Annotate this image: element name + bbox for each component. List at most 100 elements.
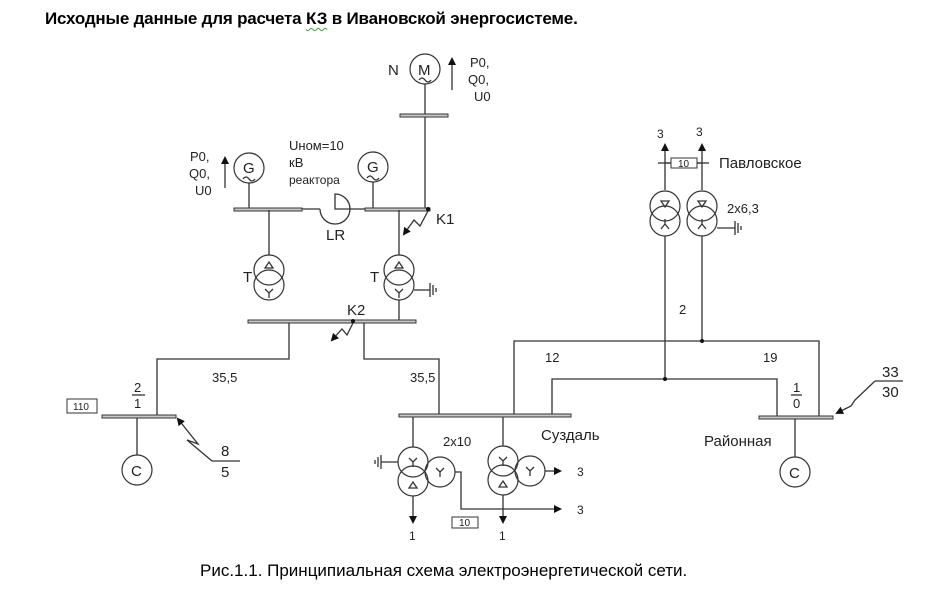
fault-k2-label: K2 (347, 302, 365, 319)
reactor-note: реактора (289, 173, 340, 187)
system-left-label: C (131, 463, 142, 480)
left-fraction-den: 1 (134, 396, 141, 411)
motor-param-p: P0, (470, 55, 490, 70)
pavlovskoe-label: Павловское (719, 155, 802, 172)
left-fraction-num: 2 (134, 380, 141, 395)
suzdal-transformer-2: 3 1 (487, 417, 584, 543)
wye-icon (498, 456, 508, 466)
left-voltage-box (66, 398, 98, 414)
suzdal-load-a: 3 (577, 465, 584, 479)
pavlovskoe-load-1: 3 (657, 127, 664, 141)
generator-right-symbol: G (367, 159, 379, 176)
wye-icon (264, 288, 274, 298)
rayonnaya-label: Районная (704, 433, 772, 450)
gen-left-bus (233, 207, 303, 212)
t-left-winding-2 (253, 269, 285, 301)
system-right-label: C (789, 465, 800, 482)
fault-k1-icon (402, 210, 429, 236)
k2-point (351, 319, 355, 323)
wye-icon (394, 288, 404, 298)
motor-param-u: U0 (474, 89, 491, 104)
wye-icon (435, 467, 445, 477)
delta-icon (263, 260, 275, 269)
ac-tilde-icon (242, 176, 256, 182)
page-title: Исходные данные для расчета КЗ в Ивановс… (45, 9, 578, 29)
t-right-label: T (370, 269, 379, 286)
motor-param-q: Q0, (468, 72, 489, 87)
delta-icon (497, 479, 509, 488)
gen-param-u: U0 (195, 183, 212, 198)
pavlovskoe-box-label: 10 (678, 159, 690, 170)
system-right-circle (779, 456, 811, 488)
line-12-length: 12 (545, 350, 559, 365)
wye-icon (660, 219, 670, 230)
ac-tilde-icon (418, 77, 432, 83)
fault-left-num: 8 (221, 443, 229, 460)
suzdal-transformer-1: 1 3 (374, 417, 584, 543)
line-left (156, 323, 290, 416)
title-text: Исходные данные для расчета (45, 9, 306, 28)
fault-right-num: 33 (882, 364, 899, 381)
pavlovskoe-substation: 3 3 10 Павловское 2x6,3 (649, 125, 802, 237)
rayonnaya-bus (758, 415, 834, 420)
system-left-circle (121, 454, 153, 486)
suzdal-load-c: 1 (409, 529, 416, 543)
motor-symbol: M (418, 62, 431, 79)
rayonnaya-fraction-den: 0 (793, 396, 800, 411)
line-suzdal-rayonnaya-inner (551, 378, 778, 416)
wye-icon (408, 457, 418, 467)
wye-icon (697, 219, 707, 230)
junction-point (700, 339, 704, 343)
transformer-right: T (370, 210, 437, 321)
ground-icon (429, 283, 437, 297)
pavlovskoe-rating: 2x6,3 (727, 201, 759, 216)
suzdal-label: Суздаль (541, 427, 600, 444)
fault-k2-icon (330, 322, 354, 342)
delta-icon (393, 260, 405, 269)
fault-right-icon (835, 380, 876, 414)
suzdal-box (451, 516, 479, 529)
t-left-label: T (243, 269, 252, 286)
left-bus (101, 414, 177, 419)
fault-right-den: 30 (882, 384, 899, 401)
junction-point (663, 377, 667, 381)
title-text-end: в Ивановской энергосистеме. (327, 9, 578, 28)
line-left-length: 35,5 (212, 370, 237, 385)
ac-tilde-icon (366, 175, 380, 181)
reactor-voltage: Uном=10 (289, 138, 344, 153)
k1-point (426, 207, 430, 211)
transformer-left: T (243, 210, 285, 301)
rayonnaya-fraction-num: 1 (793, 380, 800, 395)
fault-k1-label: K1 (436, 211, 454, 228)
reactor-unit: кВ (289, 155, 303, 170)
suzdal-load-b: 3 (577, 503, 584, 517)
gen-right-bus (364, 207, 431, 212)
generator-right: G K1 (357, 151, 454, 236)
reactor-label: LR (326, 227, 345, 244)
fault-left-icon (176, 417, 213, 462)
motor-bus (399, 113, 449, 118)
suzdal-load-d: 1 (499, 529, 506, 543)
motor-label: N (388, 62, 399, 79)
delta-icon (407, 480, 419, 489)
t-left-winding-1 (253, 254, 285, 286)
line-mid (363, 323, 440, 416)
suzdal-rating: 2x10 (443, 434, 471, 449)
generator-left-symbol: G (243, 160, 255, 177)
line-19-length: 19 (763, 350, 777, 365)
pavlovskoe-box (670, 157, 698, 169)
line-suzdal-rayonnaya-outer (513, 340, 820, 416)
delta-icon (659, 200, 671, 209)
wye-icon (525, 466, 535, 476)
fault-left-den: 5 (221, 464, 229, 481)
title-kz: КЗ (305, 9, 328, 28)
reactor-coil-icon (319, 193, 365, 225)
gen-param-p: P0, (190, 149, 210, 164)
gen-param-q: Q0, (189, 166, 210, 181)
pavlovskoe-load-2: 3 (696, 125, 703, 139)
st2-w1 (487, 445, 519, 477)
motor: M N P0, Q0, U0 (388, 53, 491, 208)
suzdal-box-label: 10 (459, 518, 471, 529)
t-right-winding-1 (383, 254, 415, 286)
